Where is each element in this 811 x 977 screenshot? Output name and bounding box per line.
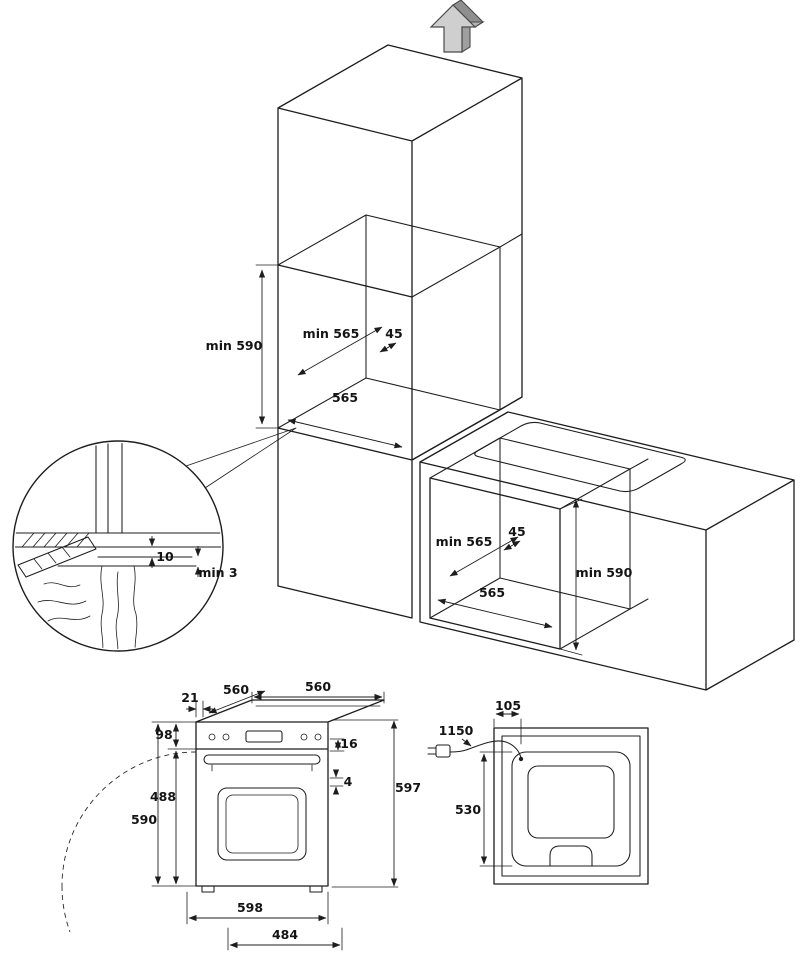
rear-inner-frame [501, 735, 641, 877]
terminal-box [549, 845, 593, 867]
base-niche-depth-label: min 565 [436, 534, 493, 549]
rear-panel [511, 751, 631, 867]
column-niche-depth-label: min 565 [303, 326, 360, 341]
power-plug-icon [435, 744, 451, 758]
control-display [245, 730, 283, 743]
oven-body-height-label: 590 [131, 812, 157, 827]
rear-cable-offset-label: 105 [495, 698, 521, 713]
cooktop [474, 421, 686, 493]
oven-top-offset-label: 21 [181, 690, 198, 705]
control-knob [314, 733, 322, 741]
base-niche-dimensions: min 565 45 565 min 590 [436, 498, 633, 656]
rear-cable-length-label: 1150 [439, 723, 474, 738]
column-niche-height-label: min 590 [206, 338, 263, 353]
oven-width-top-label: 560 [305, 679, 331, 694]
oven-depth-bottom-label: 484 [272, 927, 298, 942]
cable-entry-point [518, 756, 524, 762]
base-niche-width-label: 565 [479, 585, 505, 600]
base-niche-rear-gap-label: 45 [508, 524, 525, 539]
column-niche-interior [277, 214, 523, 461]
oven-width-bottom-label: 598 [237, 900, 263, 915]
oven-door-height-label: 488 [150, 789, 176, 804]
base-niche-height-label: min 590 [576, 565, 633, 580]
oven-depth-top-label: 560 [223, 682, 249, 697]
oven-front-view: 21 560 560 98 16 4 488 590 597 598 484 [61, 679, 421, 951]
oven-panel-height-label: 98 [155, 727, 172, 742]
oven-handle-clearance-label: 16 [340, 736, 358, 751]
detail-bottom-gap-label: min 3 [198, 565, 237, 580]
power-cable [449, 740, 522, 759]
control-knob [222, 733, 230, 741]
column-niche-width-label: 565 [332, 390, 358, 405]
column-niche-rear-gap-label: 45 [385, 326, 402, 341]
column-niche-dimensions: min 590 min 565 45 565 [206, 264, 403, 449]
door-swing-arc [61, 751, 197, 933]
oven-total-height-label: 597 [395, 780, 421, 795]
detail-callout: 10 min 3 [12, 427, 297, 652]
detail-section [15, 443, 221, 649]
detail-circle [12, 440, 224, 652]
detail-leader-lines [185, 427, 297, 489]
control-knob [300, 733, 308, 741]
up-arrow-icon [429, 0, 485, 53]
oven-handle [203, 754, 321, 765]
rear-outer-frame [493, 727, 649, 885]
rear-panel-height-label: 530 [455, 802, 481, 817]
base-cabinet-run [419, 411, 795, 691]
oven-foot [309, 885, 323, 893]
rear-vent-panel [527, 765, 615, 839]
base-niche-interior [429, 437, 649, 650]
oven-door-gap-label: 4 [344, 774, 353, 789]
oven-rear-view: 105 1150 530 [427, 698, 649, 885]
oven-foot [201, 885, 215, 893]
door-window-inner [225, 794, 299, 854]
detail-top-gap-label: 10 [156, 549, 174, 564]
door-window-outer [217, 787, 307, 861]
control-knob [208, 733, 216, 741]
wood-grain [37, 565, 138, 649]
